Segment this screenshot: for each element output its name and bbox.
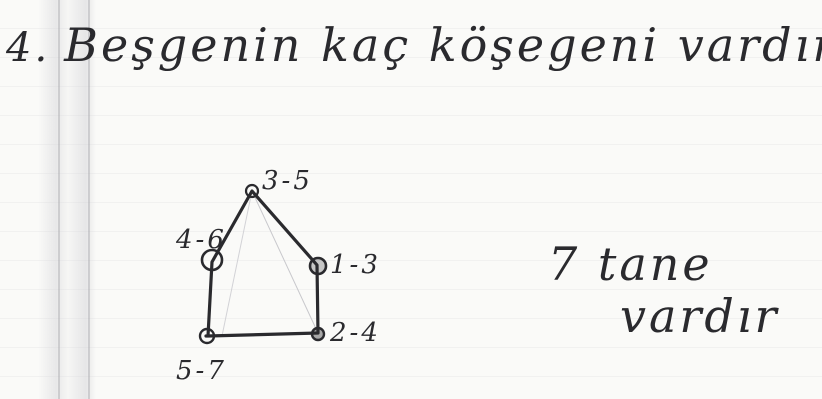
vertex-upper-left bbox=[200, 248, 224, 272]
vertex-top bbox=[244, 183, 260, 199]
vertex-label-top: 3-5 bbox=[262, 166, 313, 196]
vertex-label-upper-left: 4-6 bbox=[176, 225, 227, 255]
notebook-margin bbox=[38, 0, 96, 399]
answer-block: 7 tane vardır bbox=[548, 238, 780, 342]
question-number: 4. bbox=[6, 25, 51, 71]
vertex-label-bottom-right: 2-4 bbox=[330, 318, 381, 348]
pentagon-outline bbox=[204, 189, 320, 338]
pencil-guide-line bbox=[251, 190, 319, 334]
vertex-bottom-right bbox=[310, 326, 326, 342]
vertex-label-bottom-left: 5-7 bbox=[176, 356, 227, 386]
answer-line-2: vardır bbox=[620, 289, 780, 343]
vertex-bottom-left bbox=[198, 327, 216, 345]
vertex-label-upper-right: 1-3 bbox=[330, 250, 381, 280]
margin-line-right bbox=[88, 0, 90, 399]
margin-line-left bbox=[58, 0, 60, 399]
question-line: 4. Beşgenin kaç köşegeni vardır? bbox=[6, 18, 822, 72]
vertex-upper-right bbox=[308, 256, 328, 276]
question-text: Beşgenin kaç köşegeni vardır? bbox=[64, 18, 822, 72]
answer-line-1: 7 tane bbox=[548, 237, 713, 291]
pencil-guide-line bbox=[221, 190, 253, 337]
